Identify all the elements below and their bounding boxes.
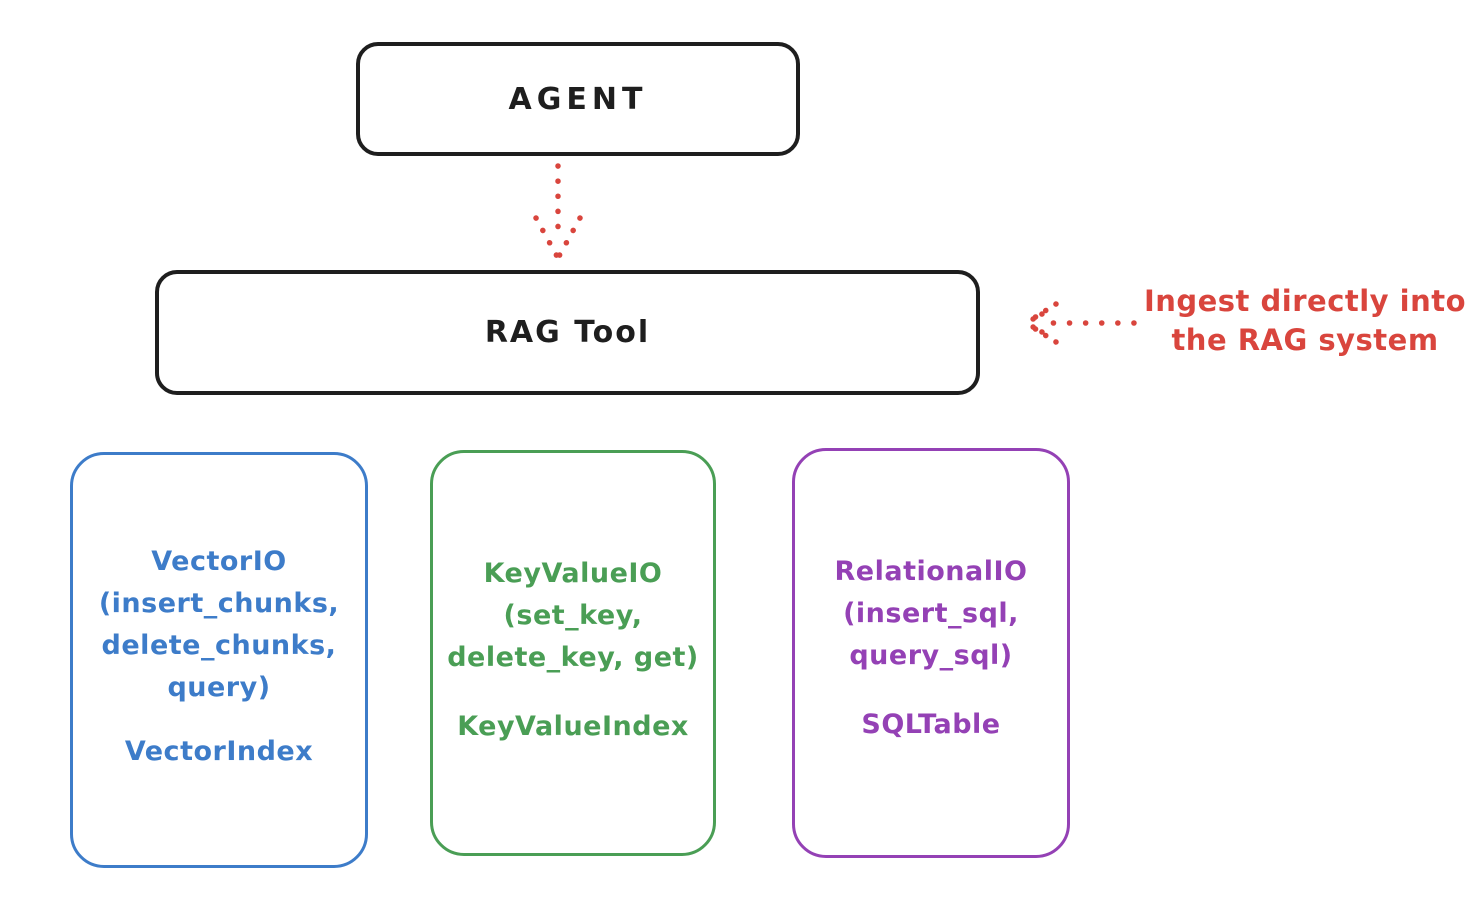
agent-label: AGENT: [508, 81, 648, 117]
vector-io-api: VectorIO (insert_chunks, delete_chunks, …: [73, 541, 365, 709]
keyvalue-io-api: KeyValueIO (set_key, delete_key, get): [433, 553, 713, 679]
keyvalue-index-label: KeyValueIndex: [457, 711, 689, 742]
relational-io-line: (insert_sql,: [843, 598, 1019, 629]
ingest-annotation-line1: Ingest directly into: [1143, 284, 1467, 318]
relational-io-line: query_sql): [849, 640, 1013, 671]
keyvalue-io-line: (set_key,: [503, 600, 643, 631]
dotted-arrow-down-icon: [533, 163, 583, 261]
ingest-annotation-line2: the RAG system: [1171, 323, 1439, 357]
backend-vector-io: VectorIO (insert_chunks, delete_chunks, …: [70, 452, 368, 868]
relational-io-api: RelationalIO (insert_sql, query_sql): [795, 551, 1067, 677]
vector-io-line: delete_chunks,: [101, 630, 337, 661]
backend-keyvalue-io: KeyValueIO (set_key, delete_key, get) Ke…: [430, 450, 716, 856]
vector-index-label: VectorIndex: [124, 736, 314, 767]
ingest-annotation: Ingest directly into the RAG system: [1135, 282, 1475, 360]
rag-tool-node: RAG Tool: [155, 270, 980, 395]
vector-io-line: (insert_chunks,: [98, 588, 340, 619]
sql-table-label: SQLTable: [861, 709, 1001, 740]
rag-tool-label: RAG Tool: [484, 315, 651, 350]
agent-node: AGENT: [356, 42, 800, 156]
keyvalue-io-line: KeyValueIO: [483, 558, 663, 589]
vector-io-line: query): [167, 672, 271, 703]
dotted-arrow-left-icon: [1023, 301, 1137, 345]
keyvalue-io-line: delete_key, get): [447, 642, 699, 673]
vector-io-line: VectorIO: [151, 546, 287, 577]
backend-relational-io: RelationalIO (insert_sql, query_sql) SQL…: [792, 448, 1070, 858]
relational-io-line: RelationalIO: [834, 556, 1028, 587]
